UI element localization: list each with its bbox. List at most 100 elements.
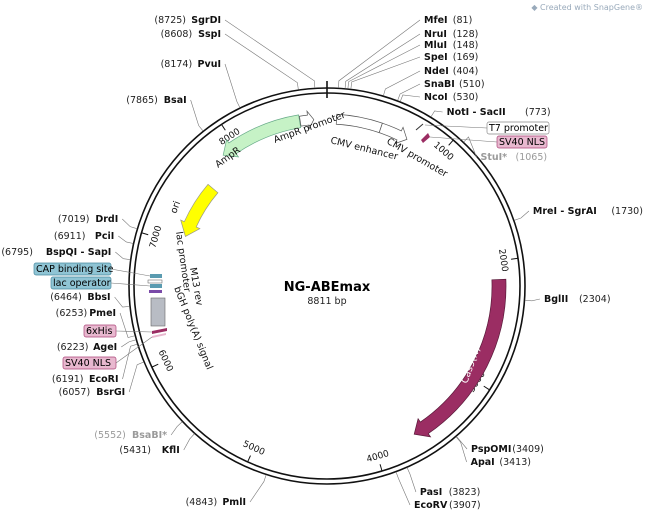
ori-feature[interactable] [180,183,219,238]
site-pspomi[interactable]: PspOMI(3409) [471,444,544,455]
site-name: NruI [424,29,447,40]
sv40-left-leader [115,336,153,364]
site-bbsi[interactable]: BbsI(6464) [50,292,110,303]
site-leader [455,436,467,463]
site-bspqi-sapi[interactable]: BspQI - SapI(6795) [1,247,111,258]
site-name: SgrDI [191,15,221,26]
m13-mark [147,279,163,284]
site-name: PmlI [222,497,246,508]
lac-operator-mark[interactable] [150,284,162,288]
site-noti-sacii[interactable]: NotI - SacII(773) [447,107,551,118]
site-position: (6223) [57,342,89,353]
sv40-nls-left-mark[interactable] [152,333,166,338]
sv40-nls-right-mark[interactable] [421,133,430,143]
site-leader [122,343,138,380]
site-position: (8725) [154,15,186,26]
site-bsai[interactable]: BsaI (7865) [126,95,186,106]
bgh-polya-feature[interactable] [150,297,166,327]
cmv-promoter-feature[interactable] [378,122,408,145]
his-tag-mark[interactable] [152,328,167,334]
sv40-nls-right-text: SV40 NLS [499,137,545,148]
site-leader [524,298,541,302]
site-leader [397,83,421,101]
site-leader [224,33,299,90]
ampr-promoter-feature[interactable] [298,109,315,131]
site-position: (169) [453,52,479,63]
site-position: (8174) [161,59,193,70]
sv40-nls-left-text: SV40 NLS [65,358,111,369]
cap-binding-site-mark[interactable] [150,274,162,278]
tick-mark [510,257,519,260]
t7-promoter-mark [415,123,424,131]
site-mlui[interactable]: MluI(148) [424,40,478,51]
site-drdi[interactable]: DrdI(7019) [58,214,118,225]
site-kfli[interactable]: KflI(5431) [119,445,179,456]
site-leader [344,33,421,89]
site-ndei[interactable]: NdeI(404) [424,66,478,77]
site-bsabi-[interactable]: BsaBI*(5552) [94,430,167,441]
site-leader [224,19,316,88]
site-ecori[interactable]: EcoRI(6191) [52,374,119,385]
site-pmli[interactable]: PmlI(4843) [186,497,246,508]
site-mrei-sgrai[interactable]: MreI - SgrAI(1730) [533,206,643,217]
site-bsrgi[interactable]: BsrGI(6057) [59,387,126,398]
site-leader [399,94,421,102]
site-position: (6253) [56,308,88,319]
site-leader [183,433,195,451]
site-name: PmeI [89,308,116,319]
tick-label: 4000 [365,449,390,465]
tick-label: 7000 [148,224,164,249]
lac-promoter-label: lac promoter [173,231,192,293]
tick-label: 1000 [431,140,455,163]
tick-label: 6000 [156,349,175,374]
site-ecorv[interactable]: EcoRV(3907) [414,500,481,511]
site-leader [406,467,417,493]
ori-label: ori [168,200,183,215]
site-name: StuI* [480,152,507,163]
ampr-feature[interactable] [222,114,302,158]
site-sspi[interactable]: SspI(8608) [161,29,221,40]
lac-operator-text: lac operator [53,278,111,289]
site-leader [350,56,421,89]
tick-label: 5000 [241,439,266,458]
site-name: MluI [424,40,447,51]
site-name: PasI [420,487,442,498]
his-tag-text: 6xHis [86,326,112,337]
site-pcii[interactable]: PciI(6911) [54,231,114,242]
site-position: (7865) [126,95,158,106]
site-name: SpeI [424,52,448,63]
site-ncoi[interactable]: NcoI(530) [424,92,478,103]
site-name: NotI - SacII [447,107,506,118]
site-pmei[interactable]: PmeI(6253) [56,308,116,319]
restriction-sites: SgrDI (8725) SspI(8608) PvuI (8174) BsaI (7865… [1,15,643,511]
site-bglii[interactable]: BglII(2304) [544,294,611,305]
tick-mark [483,385,490,391]
site-position: (7019) [58,214,90,225]
site-snabi[interactable]: SnaBI(510) [424,79,485,90]
site-nrui[interactable]: NruI(128) [424,29,478,40]
t7-promoter-text: T7 promoter [488,123,548,134]
site-mfei[interactable]: MfeI(81) [424,15,472,26]
site-pvui[interactable]: PvuI (8174) [161,59,221,70]
site-name: SspI [198,29,221,40]
site-agei[interactable]: AgeI(6223) [57,342,117,353]
site-name: NcoI [424,92,448,103]
site-leader [190,99,204,132]
site-spei[interactable]: SpeI (169) [424,52,478,63]
site-position: (1065) [515,152,547,163]
site-apai[interactable]: ApaI(3413) [471,457,531,468]
site-name: PvuI [198,59,221,70]
site-name: BsaI [164,95,187,106]
site-sgrdi[interactable]: SgrDI (8725) [154,15,221,26]
credit-text: Created with SnapGene® [540,3,643,12]
site-name: PspOMI [471,444,511,455]
site-name: EcoRI [89,374,119,385]
snapgene-credit: ◆ Created with SnapGene® [531,3,643,12]
snapgene-logo-icon: ◆ [531,3,538,12]
site-stui-[interactable]: StuI* (1065) [480,152,547,163]
cas9-feature[interactable] [413,278,507,438]
site-position: (3907) [449,500,481,511]
site-pasi[interactable]: PasI(3823) [420,487,480,498]
his-leader [115,330,153,333]
site-position: (5431) [119,445,151,456]
